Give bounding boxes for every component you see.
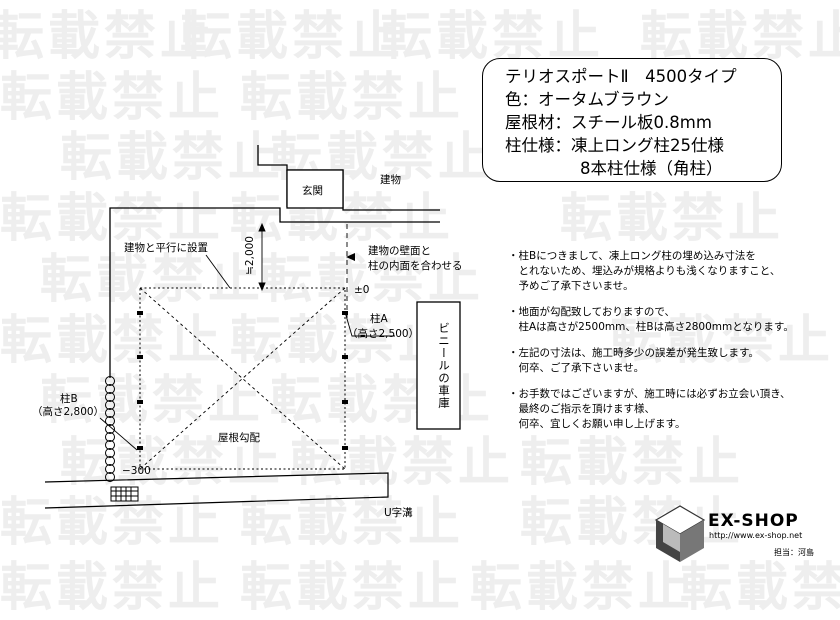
logo-brand: EX-SHOP xyxy=(708,511,799,531)
note-item: ・左記の寸法は、施工時多少の誤差が発生致します。 何卒、ご了承下さいませ。 xyxy=(508,346,833,376)
post-b-height-label: （高さ2,800） xyxy=(32,406,105,418)
drain-grate-icon xyxy=(110,486,139,502)
post-marker xyxy=(137,446,143,450)
post-marker xyxy=(342,446,348,450)
parallel-leader-line xyxy=(205,254,231,289)
staff-label: 担当：河島 xyxy=(774,548,814,557)
hedge-icon xyxy=(105,376,115,482)
post-a-label: 柱A xyxy=(370,313,388,325)
spec-post-count: 8本柱仕様（角柱） xyxy=(580,159,723,178)
vinyl-garage-box xyxy=(416,301,461,430)
spec-color: 色：オータムブラウン xyxy=(505,90,670,109)
roof-slope-label: 屋根勾配 xyxy=(218,432,260,444)
site-plan-drawing xyxy=(44,145,706,562)
minus-300-label: −300 xyxy=(122,465,151,477)
note-line: ・地面が勾配致しておりますので、 xyxy=(508,306,675,318)
logo-url: http://www.ex-shop.net xyxy=(709,531,803,540)
carport-roof-outline xyxy=(139,287,346,470)
spec-box: テリオスポートⅡ 4500タイプ 色：オータムブラウン 屋根材：スチール板0.8… xyxy=(482,58,782,182)
post-marker xyxy=(137,355,143,359)
note-line: ・お手数ではございますが、施工時には必ずお立会い頂き、 xyxy=(508,388,791,400)
spec-post-spec: 柱仕様：凍上ロング柱25仕様 xyxy=(505,136,724,155)
note-line: ・左記の寸法は、施工時多少の誤差が発生致します。 xyxy=(508,347,759,359)
post-marker xyxy=(342,400,348,404)
ex-shop-logo-icon xyxy=(654,505,706,562)
post-a-height-label: （高さ2,500） xyxy=(347,328,420,340)
note-line: とれないため、埋込みが規格よりも浅くなりますこと、 xyxy=(508,265,781,277)
spec-product: テリオスポートⅡ 4500タイプ xyxy=(505,67,737,86)
spec-roof-material: 屋根材：スチール板0.8mm xyxy=(505,113,712,132)
note-line: 何卒、宜しくお願い申し上げます。 xyxy=(508,418,686,430)
note-line: 柱Aは高さが2500mm、柱Bは高さ2800mmとなります。 xyxy=(508,321,794,333)
note-line: 何卒、ご了承下さいませ。 xyxy=(508,362,645,374)
note-line: ・柱Bにつきまして、凍上ロング柱の埋め込み寸法を xyxy=(508,250,756,262)
note-item: ・柱Bにつきまして、凍上ロング柱の埋め込み寸法を とれないため、埋込みが規格より… xyxy=(508,249,833,294)
dimension-2000-label: ≒2,000 xyxy=(244,236,256,275)
entrance-label: 玄関 xyxy=(302,185,323,197)
notes-section: ・柱Bにつきまして、凍上ロング柱の埋め込み寸法を とれないため、埋込みが規格より… xyxy=(508,249,833,443)
post-marker xyxy=(342,355,348,359)
parallel-label: 建物と平行に設置 xyxy=(124,242,208,254)
u-ditch-label: U字溝 xyxy=(384,507,413,519)
note-item: ・地面が勾配致しておりますので、 柱Aは高さが2500mm、柱Bは高さ2800m… xyxy=(508,305,833,335)
post-marker xyxy=(137,400,143,404)
wall-align-label-1: 建物の壁面と xyxy=(368,245,431,257)
building-label: 建物 xyxy=(380,174,401,186)
note-line: 最終のご指示を頂けます様、 xyxy=(508,403,655,415)
u-ditch xyxy=(44,472,389,509)
dimension-2000 xyxy=(258,222,266,292)
note-item: ・お手数ではございますが、施工時には必ずお立会い頂き、 最終のご指示を頂けます様… xyxy=(508,387,833,432)
post-a-leader-line xyxy=(344,311,395,337)
level-zero-label: ±0 xyxy=(354,284,370,296)
entrance-box xyxy=(286,169,344,209)
post-b-label: 柱B xyxy=(60,393,78,405)
wall-align-arrow-icon xyxy=(346,253,355,261)
note-line: 予めご了承下さいませ。 xyxy=(508,280,634,292)
post-marker xyxy=(137,311,143,315)
vinyl-garage-label: ビニールの車庫 xyxy=(437,322,451,410)
wall-align-label-2: 柱の内面を合わせる xyxy=(368,260,463,272)
